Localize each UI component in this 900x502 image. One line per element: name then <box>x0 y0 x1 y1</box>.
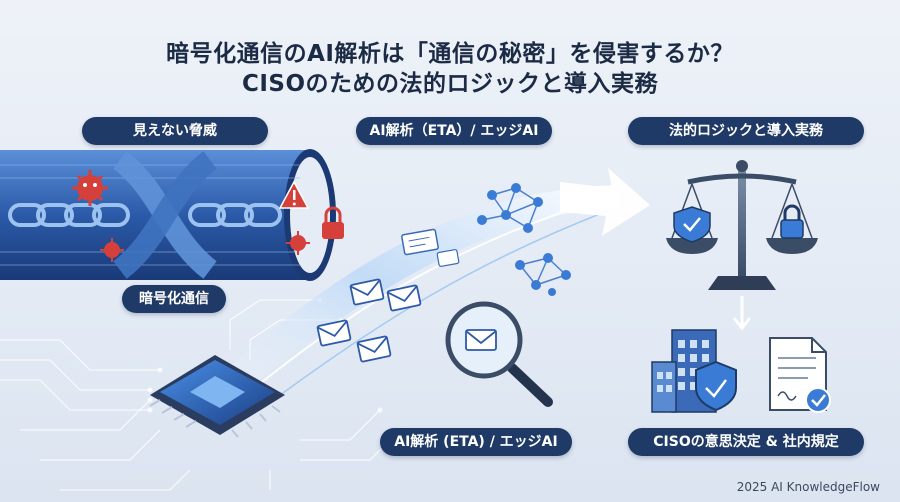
label-ai-analysis-top: AI解析（ETA）/ エッジAI <box>356 117 552 145</box>
data-card <box>436 249 460 267</box>
label-legal-logic: 法的ロジックと導入実務 <box>628 117 864 145</box>
envelope-icon <box>349 278 385 306</box>
warning-icon <box>278 180 310 209</box>
down-arrow-icon <box>732 296 752 331</box>
envelope-icon <box>316 319 352 347</box>
label-unseen-threat: 見えない脅威 <box>82 117 268 145</box>
padlock-icon <box>322 206 344 239</box>
envelope-icon <box>356 335 392 363</box>
page-title: 暗号化通信のAI解析は「通信の秘密」を侵害するか？ <box>166 41 734 67</box>
checkmark-icon <box>805 387 831 413</box>
chip-icon <box>149 355 285 438</box>
encrypted-tube <box>0 149 336 281</box>
shield-icon <box>673 206 711 243</box>
page-subtitle: CISOのための法的ロジックと導入実務 <box>241 71 659 97</box>
padlock-icon <box>780 204 804 239</box>
neural-network-icon <box>515 253 571 296</box>
label-ciso-decision: CISOの意思決定 & 社内規定 <box>628 428 864 456</box>
data-card <box>401 228 439 256</box>
footer-credit: 2025 AI KnowledgeFlow <box>736 480 880 494</box>
envelope-icon <box>386 284 422 312</box>
neural-network-icon <box>477 183 543 233</box>
circuit-traces <box>0 299 401 491</box>
virus-icon <box>100 238 124 262</box>
shield-icon <box>695 360 737 412</box>
virus-icon <box>286 231 310 255</box>
arrow-icon <box>560 168 650 236</box>
magnifier-icon <box>445 301 553 407</box>
scales-icon <box>666 160 818 290</box>
label-ai-analysis-bottom: AI解析 (ETA) / エッジAI <box>380 428 572 456</box>
label-encrypted-comm: 暗号化通信 <box>122 285 226 313</box>
virus-icon <box>72 170 108 206</box>
